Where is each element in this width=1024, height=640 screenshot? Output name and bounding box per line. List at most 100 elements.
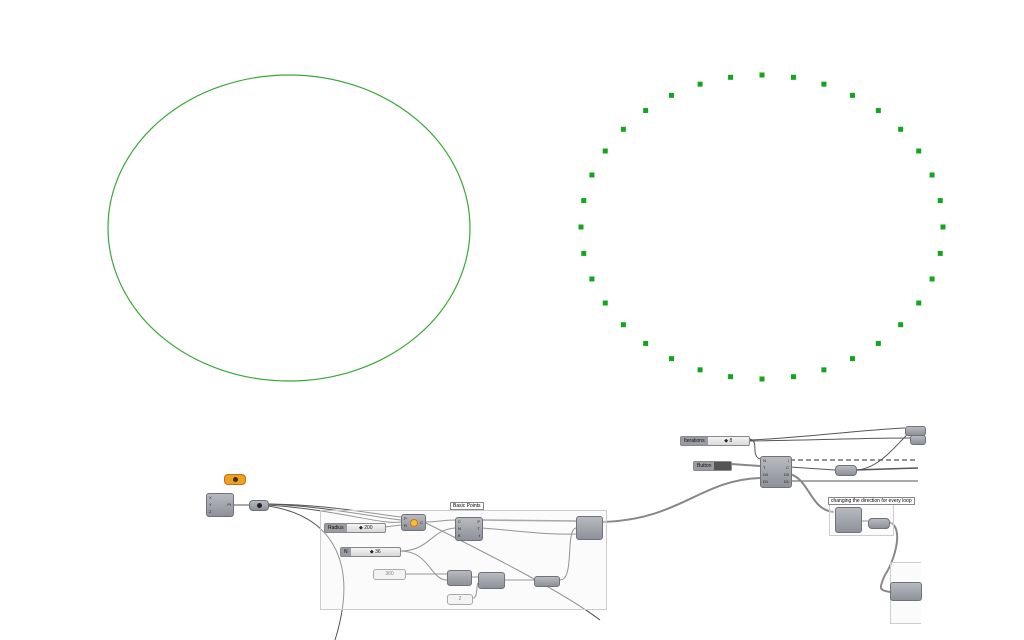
port-t[interactable]: T	[763, 465, 766, 470]
wire	[399, 550, 448, 581]
point-marker	[589, 276, 595, 282]
n-slider[interactable]: N ◆ 36	[340, 547, 401, 557]
point-marker	[643, 340, 649, 346]
point-marker	[929, 276, 935, 282]
port-t[interactable]: T	[477, 526, 480, 531]
point-marker	[929, 172, 935, 178]
wire	[854, 467, 919, 471]
wire	[267, 503, 402, 518]
point-marker	[697, 81, 703, 87]
group-label: Basic Points	[450, 502, 484, 510]
division-node[interactable]	[447, 570, 472, 586]
flip-node[interactable]	[835, 507, 862, 533]
point-marker	[759, 376, 765, 382]
port-c[interactable]: C	[786, 465, 789, 470]
point-marker	[937, 198, 943, 204]
wire	[384, 524, 402, 528]
point-marker	[620, 126, 626, 132]
wire	[423, 521, 601, 621]
point-marker	[643, 108, 649, 114]
point-marker	[620, 322, 626, 328]
point-marker	[697, 367, 703, 373]
slider-value: ◆ 36	[369, 549, 381, 555]
port-y[interactable]: Y	[209, 502, 212, 507]
circle-node[interactable]: P R C	[401, 514, 426, 531]
data-param-node[interactable]	[835, 465, 857, 476]
point-param-node-2[interactable]	[868, 518, 890, 529]
loop-node[interactable]: N T D0 D1 I C D0 D1	[760, 456, 792, 488]
point-marker	[759, 72, 765, 78]
point-marker	[669, 356, 674, 362]
port-d1-out[interactable]: D1	[783, 479, 789, 484]
port-p[interactable]: P	[477, 519, 480, 524]
division-node-2[interactable]	[478, 572, 505, 589]
wire	[481, 527, 577, 535]
port-d0[interactable]: D0	[763, 472, 769, 477]
construct-point-node[interactable]: X Y Z Pt	[206, 493, 234, 517]
port-pt[interactable]: Pt	[227, 502, 231, 507]
radius-slider[interactable]: Radius ◆ 200	[324, 523, 386, 533]
point-marker	[850, 356, 855, 362]
wire	[267, 505, 345, 640]
slider-value: ◆ 200	[359, 525, 373, 531]
point-marker	[578, 224, 584, 230]
wire	[267, 504, 402, 523]
wire	[601, 477, 761, 523]
wire	[399, 527, 456, 552]
slider-label: Radius	[325, 524, 347, 532]
comment-label: changing the direction for every loop	[828, 497, 915, 505]
rotate-node[interactable]	[576, 516, 603, 540]
port-k[interactable]: K	[458, 533, 461, 538]
point-marker	[728, 374, 734, 380]
gear-icon	[232, 477, 238, 482]
point-marker	[937, 250, 943, 256]
port-i[interactable]: I	[787, 458, 789, 463]
point-marker	[916, 300, 922, 306]
wire	[789, 473, 835, 513]
port-z[interactable]: Z	[209, 509, 212, 514]
point-marker	[581, 250, 587, 256]
point-icon	[256, 503, 262, 508]
slider-value: ◆ 8	[724, 438, 733, 444]
wire	[267, 503, 402, 521]
wire	[789, 466, 836, 471]
point-marker	[916, 148, 922, 154]
button[interactable]: Button	[693, 461, 732, 471]
port-r[interactable]: R	[404, 523, 407, 528]
port-tt[interactable]: t	[478, 533, 480, 538]
radians-node[interactable]	[534, 576, 560, 587]
point-marker	[669, 92, 674, 98]
wire	[481, 519, 577, 522]
panel-2[interactable]: 2	[447, 594, 473, 605]
button-face[interactable]	[714, 462, 731, 470]
orange-component[interactable]	[224, 474, 246, 485]
wire	[559, 527, 577, 581]
port-d0-out[interactable]: D0	[783, 472, 789, 477]
panel-360[interactable]: 360	[373, 569, 406, 580]
circle-icon	[410, 519, 418, 527]
port-d1[interactable]: D1	[763, 479, 769, 484]
point-marker	[850, 92, 855, 98]
point-marker	[940, 224, 946, 230]
port-n[interactable]: N	[763, 458, 766, 463]
slider-label: N	[341, 548, 351, 556]
point-marker	[728, 74, 734, 80]
wire	[748, 438, 761, 460]
slider-label: Iterations	[681, 437, 708, 445]
output-node-2[interactable]	[910, 435, 926, 445]
point-marker	[790, 374, 796, 380]
port-c[interactable]: C	[458, 519, 461, 524]
wire	[749, 437, 911, 442]
port-x[interactable]: X	[209, 495, 212, 500]
point-marker	[581, 198, 587, 204]
point-marker	[875, 108, 881, 114]
wire	[423, 519, 456, 523]
port-p[interactable]: P	[404, 516, 407, 521]
divide-curve-node[interactable]: C N K P T t	[455, 517, 483, 541]
wire	[854, 429, 913, 471]
point-param-node[interactable]	[249, 500, 269, 511]
polyline-node[interactable]	[890, 582, 922, 601]
port-c[interactable]: C	[420, 520, 423, 525]
port-n[interactable]: N	[458, 526, 461, 531]
iterations-slider[interactable]: Iterations ◆ 8	[680, 436, 750, 446]
